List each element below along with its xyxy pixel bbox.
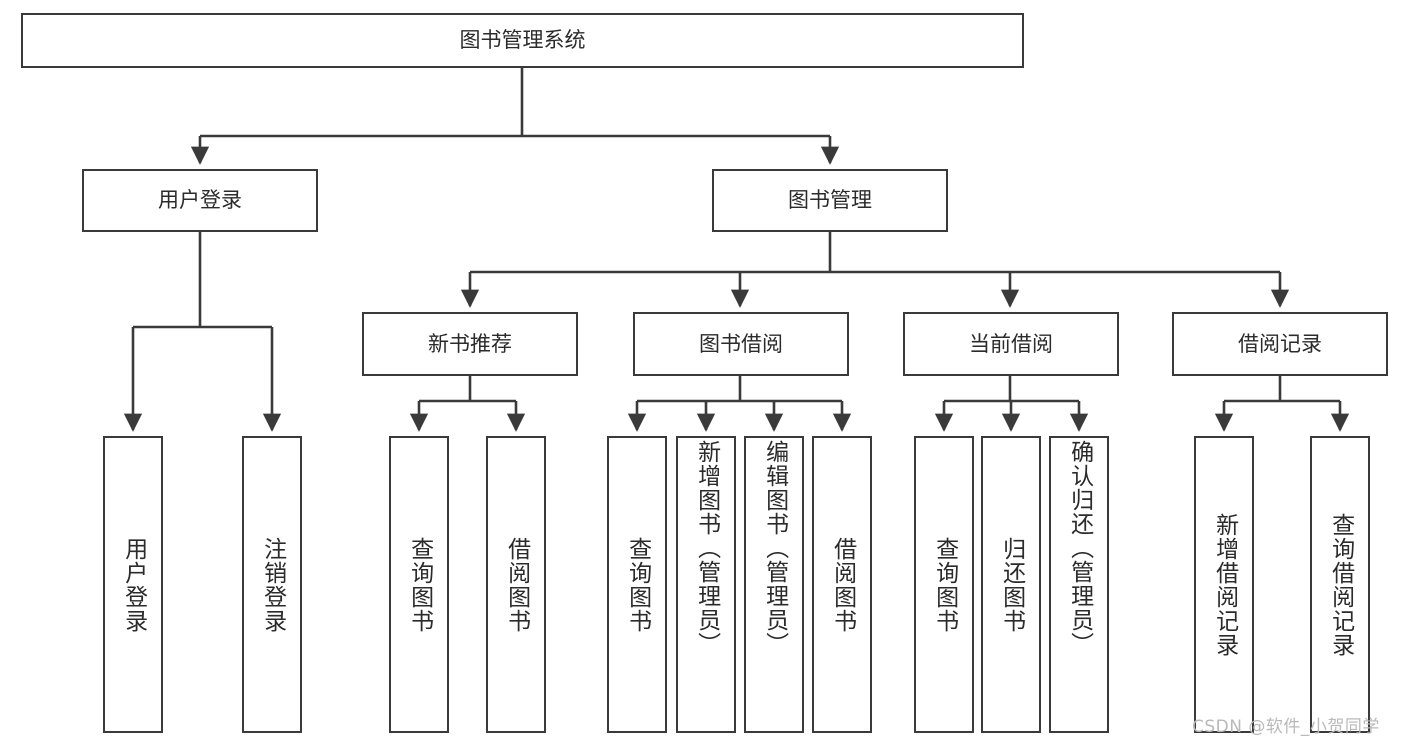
- node-leaf-query-book-1-label: 查询图书: [406, 536, 433, 633]
- node-leaf-return-book[interactable]: 归还图书: [981, 436, 1041, 733]
- node-leaf-borrow-book-2-label: 借阅图书: [829, 536, 856, 633]
- node-new-book-recommend[interactable]: 新书推荐: [362, 312, 578, 376]
- node-leaf-query-book-2[interactable]: 查询图书: [607, 436, 667, 733]
- node-book-manage-label: 图书管理: [788, 188, 872, 213]
- node-leaf-query-book-3[interactable]: 查询图书: [914, 436, 974, 733]
- node-leaf-confirm-return-label: 确认归还（管理员）: [1066, 440, 1093, 656]
- node-leaf-edit-book[interactable]: 编辑图书（管理员）: [744, 436, 804, 733]
- node-leaf-query-book-2-label: 查询图书: [624, 536, 651, 633]
- node-leaf-query-book-1[interactable]: 查询图书: [389, 436, 449, 733]
- node-leaf-add-record-label: 新增借阅记录: [1211, 512, 1238, 657]
- node-leaf-query-record[interactable]: 查询借阅记录: [1310, 436, 1370, 733]
- node-borrow-record[interactable]: 借阅记录: [1172, 312, 1388, 376]
- node-leaf-user-logout[interactable]: 注销登录: [242, 436, 302, 733]
- node-leaf-borrow-book-1-label: 借阅图书: [503, 536, 530, 633]
- node-user-login-label: 用户登录: [158, 188, 242, 213]
- node-current-borrow[interactable]: 当前借阅: [903, 312, 1119, 376]
- node-leaf-user-login[interactable]: 用户登录: [103, 436, 163, 733]
- node-borrow-record-label: 借阅记录: [1238, 331, 1322, 356]
- node-leaf-user-logout-label: 注销登录: [259, 536, 286, 633]
- node-book-borrow-label: 图书借阅: [699, 331, 783, 356]
- node-book-borrow[interactable]: 图书借阅: [633, 312, 849, 376]
- node-leaf-confirm-return[interactable]: 确认归还（管理员）: [1049, 436, 1109, 733]
- node-new-book-recommend-label: 新书推荐: [428, 331, 512, 356]
- node-leaf-add-book-label: 新增图书（管理员）: [693, 440, 720, 656]
- node-leaf-user-login-label: 用户登录: [120, 536, 147, 633]
- node-leaf-edit-book-label: 编辑图书（管理员）: [761, 440, 788, 656]
- node-leaf-query-record-label: 查询借阅记录: [1327, 512, 1354, 657]
- node-book-manage[interactable]: 图书管理: [712, 169, 948, 232]
- node-root[interactable]: 图书管理系统: [21, 13, 1024, 68]
- node-leaf-add-book[interactable]: 新增图书（管理员）: [676, 436, 736, 733]
- node-leaf-return-book-label: 归还图书: [998, 536, 1025, 633]
- node-leaf-query-book-3-label: 查询图书: [931, 536, 958, 633]
- node-current-borrow-label: 当前借阅: [969, 331, 1053, 356]
- node-leaf-borrow-book-2[interactable]: 借阅图书: [812, 436, 872, 733]
- node-root-label: 图书管理系统: [459, 28, 586, 53]
- node-leaf-borrow-book-1[interactable]: 借阅图书: [486, 436, 546, 733]
- node-user-login[interactable]: 用户登录: [82, 169, 318, 232]
- node-leaf-add-record[interactable]: 新增借阅记录: [1194, 436, 1254, 733]
- watermark: CSDN @软件_小贺同学: [1192, 717, 1380, 737]
